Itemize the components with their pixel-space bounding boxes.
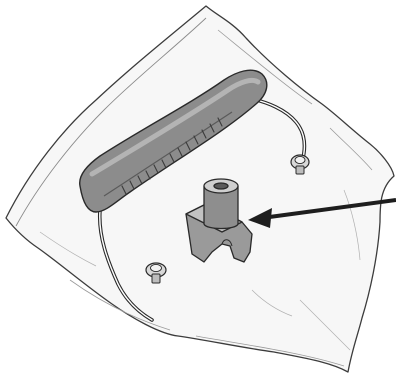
- end-stem-left: [152, 274, 160, 283]
- end-stem-right: [296, 166, 304, 174]
- bag-outline: [6, 6, 394, 372]
- end-cap-left-top: [151, 264, 162, 271]
- plastic-bag: [6, 6, 394, 372]
- end-cap-right-top: [295, 156, 305, 163]
- clip-post-hole: [214, 183, 228, 189]
